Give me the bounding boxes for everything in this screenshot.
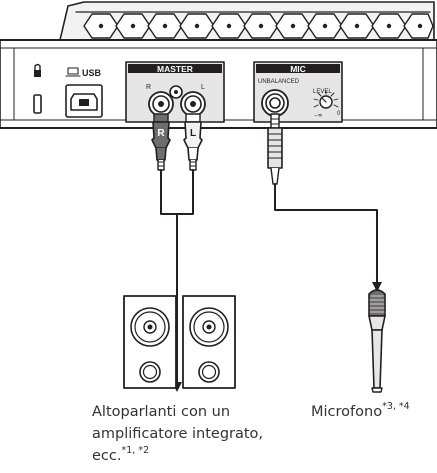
mic-level-label: LEVEL xyxy=(313,89,332,95)
speakers-caption-line-2: amplificatore integrato, xyxy=(92,426,264,442)
speakers-caption-line-3: ecc.*1, *2 xyxy=(92,445,312,467)
speakers-caption-line-1: Altoparlanti con un xyxy=(92,404,231,420)
kensington-slot xyxy=(33,94,42,114)
mic-level-knob xyxy=(313,90,339,109)
speakers-footnote-refs: *1, *2 xyxy=(121,445,150,457)
microphone-icon xyxy=(368,289,386,393)
kensington-lock-icon xyxy=(34,63,41,77)
mic-unbalanced-label: UNBALANCED xyxy=(258,79,300,85)
master-l-label: L xyxy=(201,84,205,91)
microphone-caption: Microfono*3, *4 xyxy=(311,401,437,423)
speaker-left xyxy=(123,295,177,389)
rca-plug-right-letter: R xyxy=(157,128,165,139)
mic-cable-plug xyxy=(267,113,283,185)
rca-plug-left xyxy=(183,113,203,171)
usb-label: USB xyxy=(82,68,102,78)
mic-cable-arrowhead xyxy=(372,282,382,292)
mic-level-min-label: –∞ xyxy=(314,111,323,119)
device-top-grille xyxy=(59,1,435,41)
audio-cable xyxy=(160,169,194,383)
master-r-jack xyxy=(148,91,174,117)
speakers-caption-ecc: ecc. xyxy=(92,448,122,464)
mic-label: MIC xyxy=(290,64,306,74)
usb-port xyxy=(65,84,103,118)
master-l-jack xyxy=(180,91,206,117)
master-r-label: R xyxy=(146,84,151,91)
speakers-caption: Altoparlanti con un amplificatore integr… xyxy=(92,401,312,467)
rca-plug-left-letter: L xyxy=(190,128,196,139)
master-label: MASTER xyxy=(157,64,193,74)
mic-cable xyxy=(274,183,378,283)
microphone-caption-text: Microfono xyxy=(311,404,383,420)
mic-level-max-label: 0 xyxy=(337,111,341,117)
usb-computer-icon xyxy=(65,67,81,77)
mic-jack xyxy=(261,89,289,117)
master-ground-indicator xyxy=(169,85,183,99)
microphone-footnote-refs: *3, *4 xyxy=(382,401,410,413)
speaker-right xyxy=(182,295,236,389)
rca-plug-right xyxy=(151,113,171,171)
